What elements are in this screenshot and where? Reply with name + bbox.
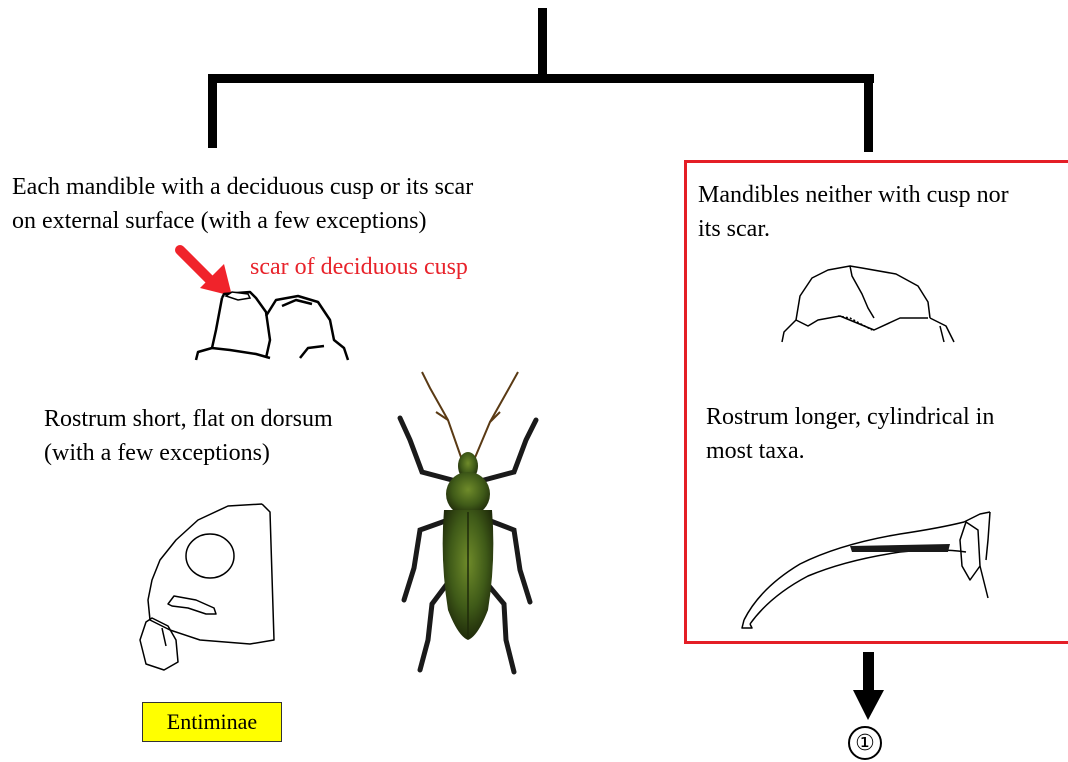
next-step-indicator[interactable]: ① bbox=[848, 726, 882, 760]
